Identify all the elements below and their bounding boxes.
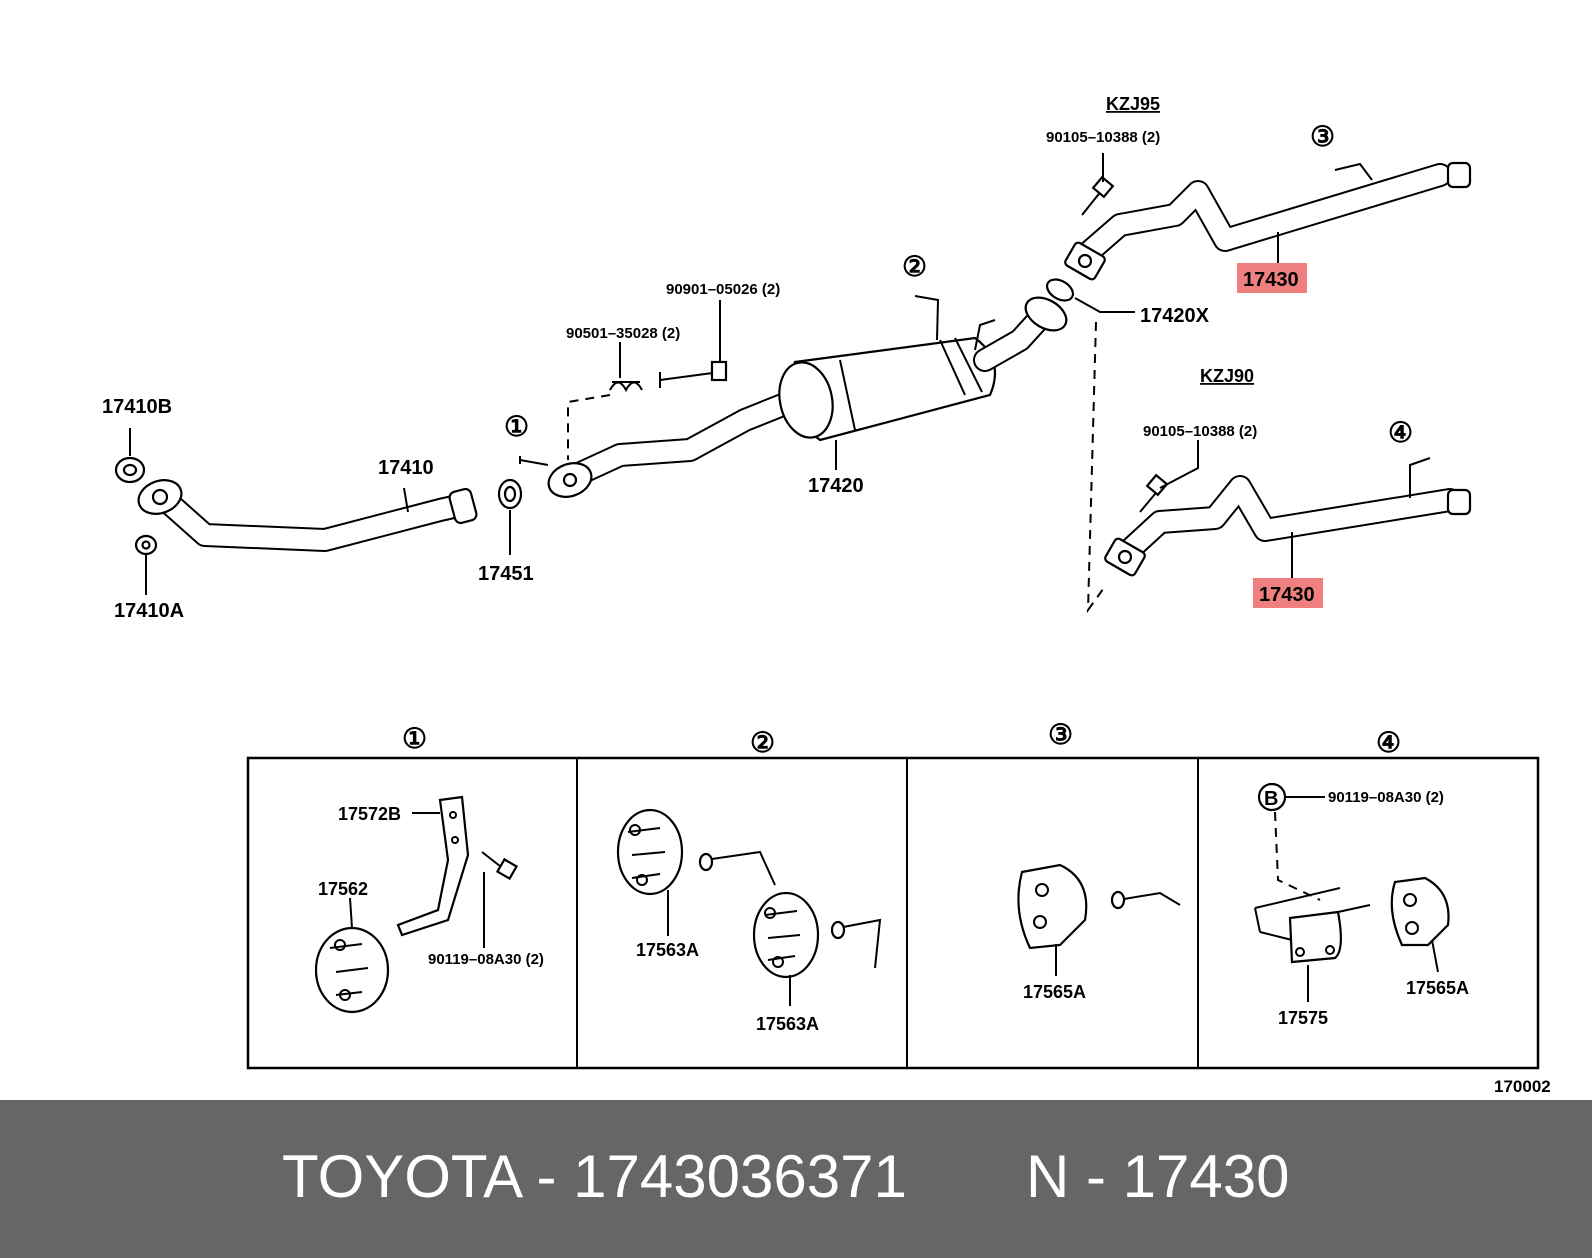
label-17410B: 17410B	[102, 396, 172, 418]
label-kzj90: KZJ90	[1200, 366, 1254, 386]
tail-pipe-17430-kzj90	[1104, 457, 1472, 577]
nut-17410A	[134, 534, 158, 556]
front-pipe-17410	[137, 479, 478, 552]
gasket-17420X	[1045, 278, 1075, 302]
exhaust-parts-diagram: 17410B 17410 17410A 17451 ① 90501–35028 …	[102, 94, 1551, 1096]
label-17430-kzj90: 17430	[1259, 584, 1315, 606]
spring-90501-35028	[609, 381, 643, 393]
label-90105-kzj95: 90105–10388 (2)	[1046, 129, 1160, 146]
label-17451: 17451	[478, 563, 534, 585]
label-kzj95: KZJ95	[1106, 94, 1160, 114]
label-90105-kzj90: 90105–10388 (2)	[1143, 423, 1257, 440]
label-17565A-detail3: 17565A	[1023, 982, 1086, 1002]
bolt-90105-kzj90	[1139, 473, 1169, 513]
label-17410A: 17410A	[114, 600, 184, 622]
kzj-leader	[1086, 321, 1107, 614]
hanger-17565A-detail3	[1017, 863, 1181, 950]
callout-4-detail: ④	[1376, 727, 1401, 758]
hanger-17565A-detail4	[1390, 876, 1450, 947]
label-90119-detail4: 90119–08A30 (2)	[1328, 789, 1444, 806]
label-17563A-upper: 17563A	[636, 940, 699, 960]
footer-bar: TOYOTA - 1743036371 N - 17430	[0, 1100, 1592, 1258]
muffler-17420	[778, 295, 1068, 442]
leader-17565A-detail4	[1431, 939, 1439, 973]
center-pipe-17420	[519, 386, 812, 498]
bolt-90119-detail1	[481, 851, 519, 881]
label-17420: 17420	[808, 475, 864, 497]
callout-2-top: ②	[902, 251, 927, 282]
callout-3-top: ③	[1310, 121, 1335, 152]
label-90501-35028: 90501–35028 (2)	[566, 325, 680, 342]
label-17563A-lower: 17563A	[756, 1014, 819, 1034]
callout-4-top: ④	[1388, 417, 1413, 448]
b-marker	[1257, 782, 1325, 901]
brand-part-number: TOYOTA - 1743036371	[282, 1143, 907, 1210]
label-17420X: 17420X	[1140, 305, 1210, 327]
callout-1-top: ①	[504, 411, 529, 442]
detail-boxes	[246, 756, 1540, 1070]
spring-leader	[567, 394, 611, 460]
reference-number: N - 17430	[1026, 1143, 1290, 1210]
tail-pipe-17430-kzj95	[1064, 161, 1472, 281]
b-marker-letter: B	[1264, 788, 1278, 810]
label-17565A-detail4: 17565A	[1406, 978, 1469, 998]
label-17575: 17575	[1278, 1008, 1328, 1028]
bolt-90901-05026	[659, 360, 728, 388]
label-17572B: 17572B	[338, 804, 401, 824]
highlight-17430-kzj90	[1253, 578, 1323, 608]
hanger-17563A-lower	[752, 891, 882, 979]
gasket-17410B	[114, 456, 146, 484]
figure-number: 170002	[1494, 1077, 1551, 1096]
callout-2-detail: ②	[750, 727, 775, 758]
label-90119-detail1: 90119–08A30 (2)	[428, 951, 544, 968]
hanger-17563A-upper	[616, 808, 776, 896]
label-17430-kzj95: 17430	[1243, 269, 1299, 291]
callout-1-detail: ①	[402, 723, 427, 754]
label-17410: 17410	[378, 457, 434, 479]
leader-17562	[349, 897, 353, 929]
highlight-17430-kzj95	[1237, 263, 1307, 293]
hanger-17562	[314, 926, 390, 1014]
gasket-17451	[497, 478, 523, 510]
label-17562: 17562	[318, 879, 368, 899]
bolt-90105-kzj95	[1081, 175, 1115, 216]
callout-3-detail: ③	[1048, 719, 1073, 750]
bracket-17572B	[396, 795, 470, 937]
leader-lines	[129, 153, 1293, 595]
label-90901-05026: 90901–05026 (2)	[666, 281, 780, 298]
bracket-17575	[1254, 887, 1371, 964]
